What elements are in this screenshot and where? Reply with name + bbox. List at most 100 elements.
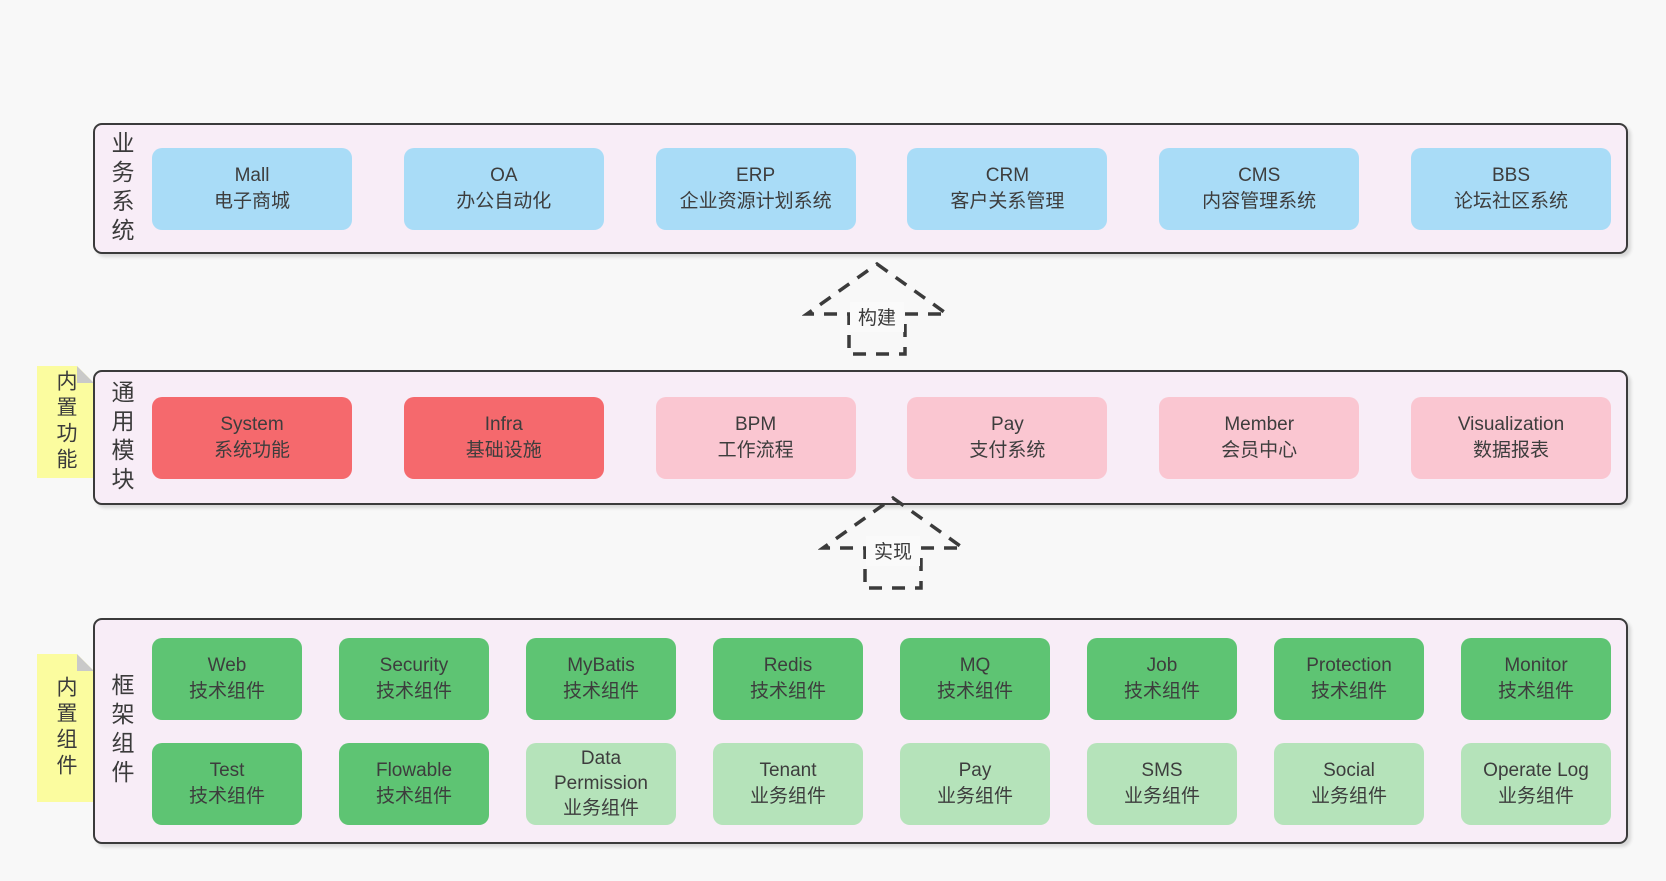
common-modules-band-label: 通用模块 [108, 379, 134, 496]
component-subtitle: 业务组件 [1123, 785, 1200, 807]
module-visualization: Visualization 数据报表 [1410, 396, 1611, 479]
folded-corner-icon [77, 366, 94, 383]
component-protection: Protection 技术组件 [1274, 637, 1424, 720]
component-subtitle: 技术组件 [1310, 680, 1387, 702]
common-modules-band: 通用模块 System 系统功能 Infra 基础设施 BPM 工作流程 Pay… [93, 370, 1628, 505]
module-subtitle: 工作流程 [717, 439, 794, 461]
component-subtitle: 业务组件 [562, 798, 639, 820]
up-arrow-outline [818, 495, 968, 590]
component-sms: SMS 业务组件 [1087, 742, 1237, 825]
module-name: CMS [1238, 165, 1281, 187]
component-name: Data Permission [554, 747, 648, 794]
component-monitor: Monitor 技术组件 [1461, 637, 1611, 720]
module-name: OA [490, 165, 518, 187]
common-modules-boxes: System 系统功能 Infra 基础设施 BPM 工作流程 Pay 支付系统… [132, 396, 1626, 479]
component-operate-log: Operate Log 业务组件 [1461, 742, 1611, 825]
arrow-label-bg [866, 536, 920, 566]
build-arrow: 构建 [802, 261, 952, 356]
component-subtitle: 技术组件 [936, 680, 1013, 702]
module-name: System [220, 414, 284, 436]
module-name: BBS [1491, 165, 1530, 187]
component-mq: MQ 技术组件 [900, 637, 1050, 720]
module-crm: CRM 客户关系管理 [907, 147, 1108, 230]
component-name: Job [1146, 655, 1178, 677]
component-subtitle: 业务组件 [1497, 785, 1574, 807]
component-subtitle: 业务组件 [936, 785, 1013, 807]
component-tenant: Tenant 业务组件 [713, 742, 863, 825]
module-name: Infra [484, 414, 523, 436]
framework-components-row-2: Test 技术组件 Flowable 技术组件 Data Permission … [152, 742, 1611, 825]
module-name: CRM [985, 165, 1030, 187]
arrow-label-bg [850, 302, 904, 332]
built-in-features-sticky-label: 内置功能 [54, 370, 77, 474]
module-name: Visualization [1457, 414, 1565, 436]
component-pay: Pay 业务组件 [900, 742, 1050, 825]
component-subtitle: 技术组件 [188, 680, 265, 702]
component-web: Web 技术组件 [152, 637, 302, 720]
component-security: Security 技术组件 [339, 637, 489, 720]
module-infra: Infra 基础设施 [403, 396, 604, 479]
component-name: MyBatis [567, 655, 635, 677]
business-systems-band-label: 业务系统 [108, 130, 134, 247]
component-name: Flowable [375, 760, 453, 782]
component-subtitle: 技术组件 [562, 680, 639, 702]
component-redis: Redis 技术组件 [713, 637, 863, 720]
module-subtitle: 会员中心 [1221, 439, 1298, 461]
built-in-components-sticky-label: 内置组件 [54, 676, 77, 780]
implement-arrow-label: 实现 [874, 541, 912, 563]
component-name: MQ [959, 655, 991, 677]
component-mybatis: MyBatis 技术组件 [526, 637, 676, 720]
component-subtitle: 技术组件 [188, 785, 265, 807]
module-name: Pay [991, 414, 1024, 436]
module-bbs: BBS 论坛社区系统 [1410, 147, 1611, 230]
module-subtitle: 企业资源计划系统 [679, 190, 832, 212]
built-in-features-sticky: 内置功能 [37, 366, 94, 478]
up-arrow-outline [802, 261, 952, 356]
framework-components-band-label: 框架组件 [108, 673, 134, 789]
module-system: System 系统功能 [152, 396, 352, 479]
component-name: SMS [1141, 760, 1183, 782]
framework-components-rows: Web 技术组件 Security 技术组件 MyBatis 技术组件 Redi… [132, 637, 1626, 825]
business-systems-band: 业务系统 Mall 电子商城 OA 办公自动化 ERP 企业资源计划系统 CRM… [93, 123, 1628, 254]
build-arrow-label: 构建 [858, 307, 896, 329]
component-name: Web [207, 655, 247, 677]
module-subtitle: 支付系统 [969, 439, 1046, 461]
module-name: BPM [735, 414, 777, 436]
module-subtitle: 办公自动化 [456, 190, 552, 212]
module-subtitle: 数据报表 [1472, 439, 1549, 461]
implement-arrow: 实现 [818, 495, 968, 590]
component-subtitle: 技术组件 [749, 680, 826, 702]
module-member: Member 会员中心 [1159, 396, 1360, 479]
framework-components-row-1: Web 技术组件 Security 技术组件 MyBatis 技术组件 Redi… [152, 637, 1611, 720]
module-mall: Mall 电子商城 [152, 147, 352, 230]
component-subtitle: 技术组件 [1123, 680, 1200, 702]
module-name: Member [1224, 414, 1295, 436]
component-social: Social 业务组件 [1274, 742, 1424, 825]
framework-components-band: 框架组件 Web 技术组件 Security 技术组件 MyBatis 技术组件… [93, 618, 1628, 844]
component-name: Security [379, 655, 449, 677]
component-name: Operate Log [1483, 760, 1589, 782]
business-systems-boxes: Mall 电子商城 OA 办公自动化 ERP 企业资源计划系统 CRM 客户关系… [132, 147, 1626, 230]
component-subtitle: 业务组件 [1310, 785, 1387, 807]
component-name: Redis [763, 655, 813, 677]
module-subtitle: 基础设施 [465, 439, 542, 461]
module-subtitle: 电子商城 [213, 190, 290, 212]
component-subtitle: 业务组件 [749, 785, 826, 807]
module-subtitle: 论坛社区系统 [1453, 190, 1568, 212]
component-subtitle: 技术组件 [375, 680, 452, 702]
module-subtitle: 内容管理系统 [1202, 190, 1317, 212]
component-name: Monitor [1504, 655, 1568, 677]
module-erp: ERP 企业资源计划系统 [655, 147, 856, 230]
component-test: Test 技术组件 [152, 742, 302, 825]
component-flowable: Flowable 技术组件 [339, 742, 489, 825]
component-name: Test [209, 760, 245, 782]
component-name: Pay [958, 760, 992, 782]
module-cms: CMS 内容管理系统 [1159, 147, 1360, 230]
module-name: ERP [736, 165, 776, 187]
component-job: Job 技术组件 [1087, 637, 1237, 720]
component-subtitle: 技术组件 [375, 785, 452, 807]
module-subtitle: 系统功能 [213, 439, 290, 461]
module-bpm: BPM 工作流程 [655, 396, 856, 479]
component-subtitle: 技术组件 [1497, 680, 1574, 702]
built-in-components-sticky: 内置组件 [37, 654, 94, 802]
